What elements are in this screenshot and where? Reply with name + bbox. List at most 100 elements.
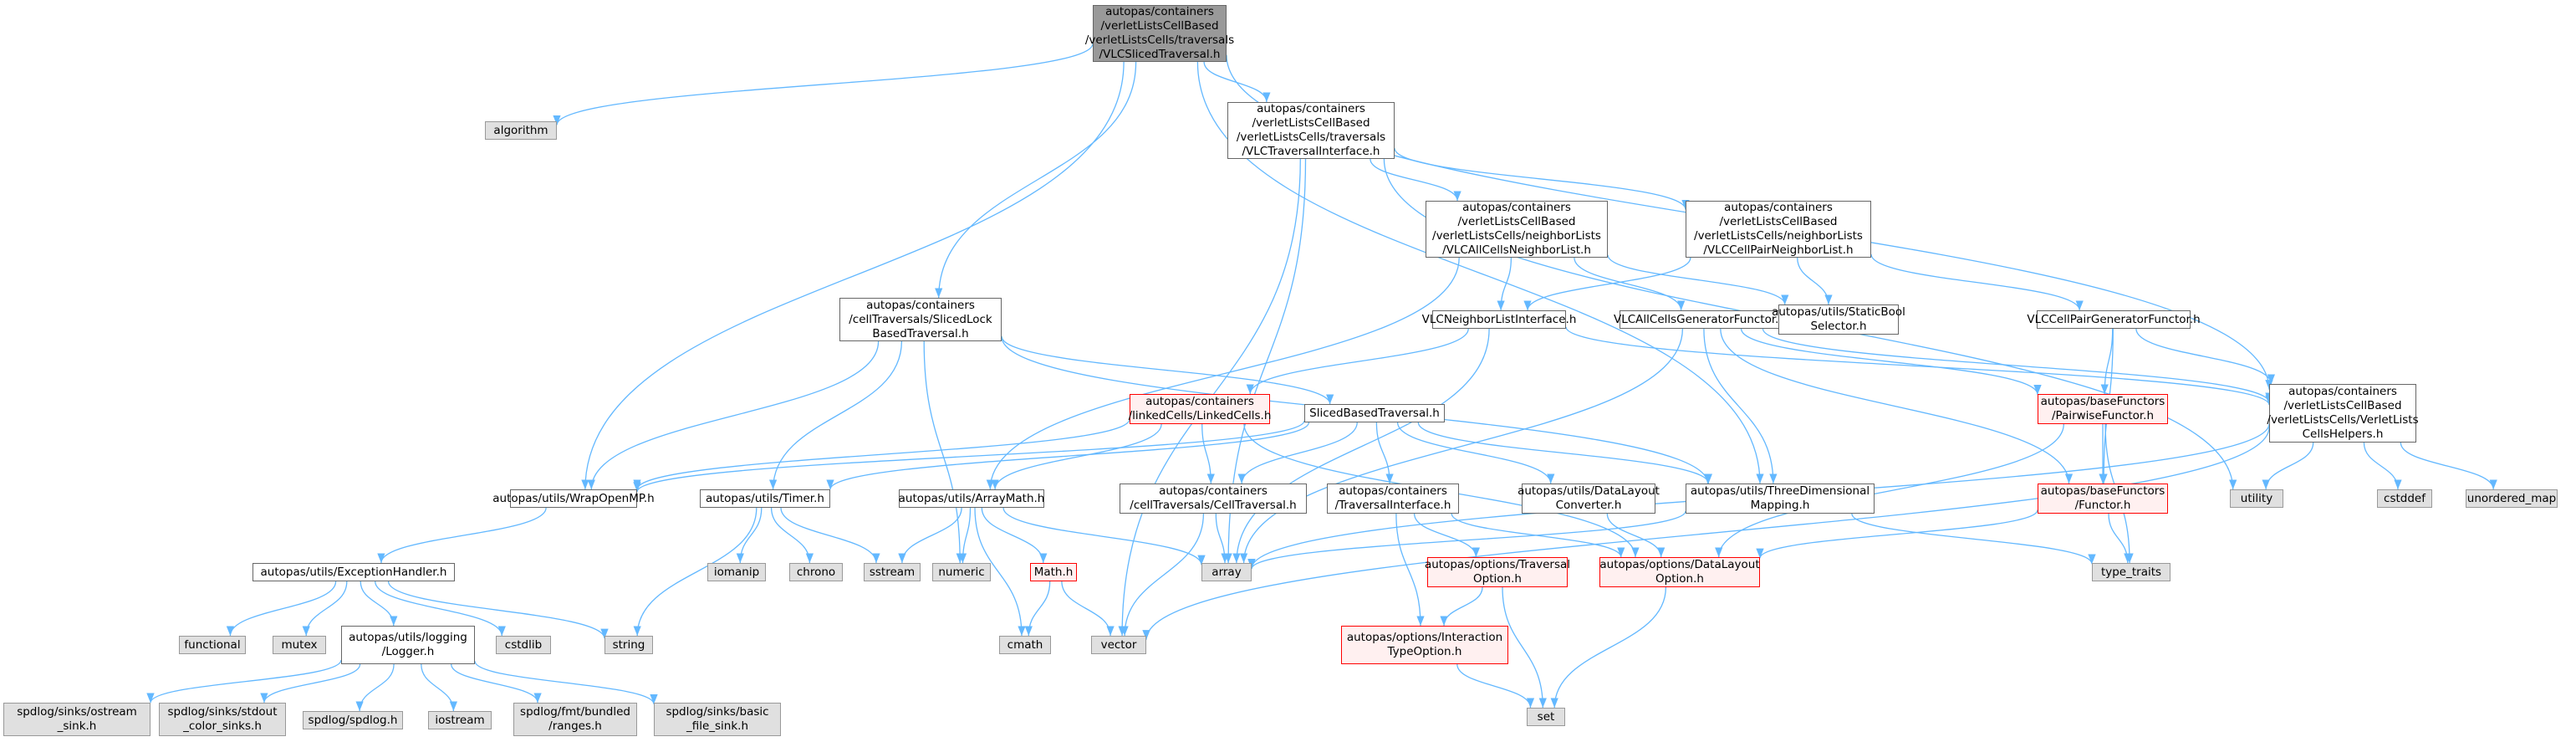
edge-timer-to-string xyxy=(633,507,757,637)
edge-vlccellpairnl-to-vlcpairgen xyxy=(1870,253,2084,311)
edge-vlccellpairnl-to-staticbool xyxy=(1797,257,1833,305)
node-traversal-interface[interactable]: autopas/containers /TraversalInterface.h xyxy=(1327,484,1459,514)
node-sstream[interactable]: sstream xyxy=(864,563,921,581)
edge-linkedcells-to-wrapopenmp xyxy=(633,418,1130,490)
node-vlc-cell-pair-neighbor-list[interactable]: autopas/containers /verletListsCellBased… xyxy=(1686,201,1871,258)
node-three-dimensional-mapping[interactable]: autopas/utils/ThreeDimensional Mapping.h xyxy=(1686,484,1875,514)
edge-exception-to-cstdlib xyxy=(375,581,506,637)
node-set[interactable]: set xyxy=(1527,708,1565,726)
edge-slicedbased-to-celltraversal xyxy=(1237,422,1358,484)
node-sliced-lock-based-traversal[interactable]: autopas/containers /cellTraversals/Slice… xyxy=(839,298,1002,341)
edge-logger-to-spdlog xyxy=(355,663,395,712)
node-wrap-openmp[interactable]: autopas/utils/WrapOpenMP.h xyxy=(492,489,655,508)
node-linked-cells[interactable]: autopas/containers /linkedCells/LinkedCe… xyxy=(1128,394,1272,424)
edge-traversalif-to-interactiontype xyxy=(1395,513,1425,627)
node-iomanip[interactable]: iomanip xyxy=(707,563,766,581)
node-vlc-all-cells-neighbor-list[interactable]: autopas/containers /verletListsCellBased… xyxy=(1426,201,1608,258)
node-vlc-cell-pair-generator-functor[interactable]: VLCCellPairGeneratorFunctor.h xyxy=(2027,310,2201,329)
node-spdlog[interactable]: spdlog/spdlog.h xyxy=(303,711,403,729)
node-cmath[interactable]: cmath xyxy=(999,636,1051,654)
edge-functor-to-datalayoutoption xyxy=(1756,509,2038,559)
edge-vlcallcellsnl-to-arraymath xyxy=(986,257,1460,490)
edge-interactiontype-to-set xyxy=(1456,663,1535,709)
edge-logger-to-ranges xyxy=(451,663,542,704)
edge-arraymath-to-numeric xyxy=(958,507,972,564)
edge-exception-to-logger xyxy=(360,581,398,627)
node-vlc-neighbor-list-interface[interactable]: VLCNeighborListInterface.h xyxy=(1422,310,1576,329)
node-chrono[interactable]: chrono xyxy=(789,563,843,581)
edge-logger-to-iostream xyxy=(421,663,458,712)
edge-functor-to-type_traits xyxy=(2108,513,2132,564)
edge-vlcallgen-to-array xyxy=(1239,328,1684,564)
node-vector[interactable]: vector xyxy=(1091,636,1146,654)
edge-vlcnlif-to-linkedcells xyxy=(1246,328,1469,395)
edge-vlcnlif-to-array xyxy=(1232,328,1490,564)
node-exception-handler[interactable]: autopas/utils/ExceptionHandler.h xyxy=(252,563,455,581)
edge-vlcallgen-to-functor xyxy=(1720,328,2074,484)
node-spdlog-fmt-ranges[interactable]: spdlog/fmt/bundled /ranges.h xyxy=(513,703,637,736)
edge-vlctraversalif-to-vlccellpairnl xyxy=(1394,147,1690,210)
edge-threedim-to-array xyxy=(1247,510,1686,570)
node-utility[interactable]: utility xyxy=(2230,489,2283,508)
edge-vlcallgen-to-verlethelpers xyxy=(1762,328,2273,403)
edge-slicedbased-to-datalayoutconv xyxy=(1396,422,1555,484)
node-array-math[interactable]: autopas/utils/ArrayMath.h xyxy=(899,489,1044,508)
edge-vlcsliced-to-algorithm xyxy=(553,43,1094,125)
node-math[interactable]: Math.h xyxy=(1030,563,1077,581)
node-cstddef[interactable]: cstddef xyxy=(2377,489,2432,508)
edge-threedim-to-type_traits xyxy=(1851,513,2096,565)
node-numeric[interactable]: numeric xyxy=(932,563,991,581)
node-type-traits[interactable]: type_traits xyxy=(2092,563,2170,581)
node-string[interactable]: string xyxy=(604,636,653,654)
edge-vlcsliced-to-vlctraversalif xyxy=(1203,61,1271,103)
edge-slicedbased-to-wrapopenmp xyxy=(633,420,1305,493)
node-vlc-all-cells-generator-functor[interactable]: VLCAllCellsGeneratorFunctor.h xyxy=(1614,310,1786,329)
node-functor[interactable]: autopas/baseFunctors /Functor.h xyxy=(2038,484,2168,514)
edge-exception-to-functional xyxy=(226,581,337,637)
node-mutex[interactable]: mutex xyxy=(273,636,326,654)
edge-vlcpairgen-to-pairwisefunctor xyxy=(2100,328,2114,395)
edge-vlcsliced-to-wrapopenmp xyxy=(581,61,1125,490)
node-logger[interactable]: autopas/utils/logging /Logger.h xyxy=(341,626,475,664)
node-pairwise-functor[interactable]: autopas/baseFunctors /PairwiseFunctor.h xyxy=(2038,394,2168,424)
edge-logger-to-ostreamsink xyxy=(146,659,342,704)
node-cell-traversal[interactable]: autopas/containers /cellTraversals/CellT… xyxy=(1120,484,1307,514)
node-sliced-based-traversal[interactable]: SlicedBasedTraversal.h xyxy=(1304,404,1445,422)
edge-celltraversal-to-array xyxy=(1215,513,1229,564)
node-verlet-lists-cells-helpers[interactable]: autopas/containers /verletListsCellBased… xyxy=(2267,384,2419,443)
node-data-layout-option[interactable]: autopas/options/DataLayout Option.h xyxy=(1599,557,1760,587)
node-static-bool-selector[interactable]: autopas/utils/StaticBool Selector.h xyxy=(1772,304,1905,335)
node-spdlog-ostream-sink[interactable]: spdlog/sinks/ostream _sink.h xyxy=(3,703,150,736)
node-spdlog-stdout-color-sinks[interactable]: spdlog/sinks/stdout _color_sinks.h xyxy=(159,703,286,736)
edge-logger-to-stdoutsinks xyxy=(260,663,361,704)
node-unordered-map[interactable]: unordered_map xyxy=(2466,489,2558,508)
edge-vlcallcellsnl-to-vlcnlif xyxy=(1497,257,1512,311)
node-array[interactable]: array xyxy=(1201,563,1252,581)
edge-slicedlock-to-slicedbased xyxy=(1001,335,1334,405)
node-iostream[interactable]: iostream xyxy=(428,711,492,729)
edge-slicedbased-to-timer xyxy=(826,422,1310,490)
edge-traversalif-to-traversaloption xyxy=(1413,513,1481,558)
node-data-layout-converter[interactable]: autopas/utils/DataLayout Converter.h xyxy=(1518,484,1660,514)
edge-linkedcells-to-arraymath xyxy=(991,423,1162,490)
edge-traversaloption-to-set xyxy=(1502,586,1547,709)
edge-exception-to-string xyxy=(387,581,609,639)
node-spdlog-basic-file-sink[interactable]: spdlog/sinks/basic _file_sink.h xyxy=(654,703,781,736)
edge-linkedcells-to-celltraversal xyxy=(1201,423,1215,484)
node-vlc-traversal-interface[interactable]: autopas/containers /verletListsCellBased… xyxy=(1227,102,1395,159)
node-timer[interactable]: autopas/utils/Timer.h xyxy=(700,489,830,508)
node-cstdlib[interactable]: cstdlib xyxy=(496,636,551,654)
edge-vlccellpairnl-to-vlcnlif xyxy=(1523,257,1691,311)
edge-math-to-cmath xyxy=(1024,581,1051,637)
node-vlc-sliced-traversal[interactable]: autopas/containers /verletListsCellBased… xyxy=(1084,5,1235,62)
node-functional[interactable]: functional xyxy=(179,636,246,654)
edge-vlcnlif-to-verlethelpers xyxy=(1565,326,2273,406)
node-traversal-option[interactable]: autopas/options/Traversal Option.h xyxy=(1424,557,1571,587)
edge-slicedbased-to-threedim xyxy=(1417,422,1712,484)
node-algorithm[interactable]: algorithm xyxy=(485,121,557,140)
edge-timer-to-chrono xyxy=(770,507,814,564)
node-interaction-type-option[interactable]: autopas/options/Interaction TypeOption.h xyxy=(1341,626,1508,664)
edge-exception-to-mutex xyxy=(302,581,348,637)
edge-slicedbased-to-traversalif xyxy=(1375,422,1394,484)
